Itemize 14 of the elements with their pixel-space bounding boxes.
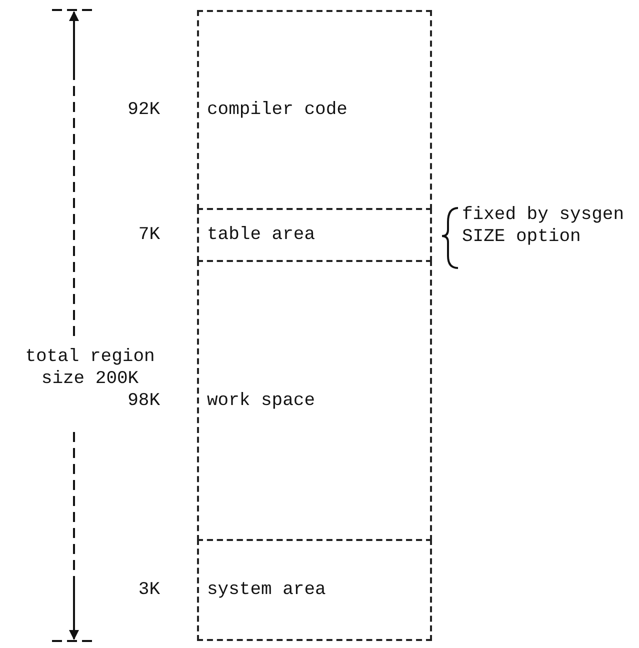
- memory-segment: [197, 260, 432, 541]
- segment-label: work space: [207, 390, 316, 410]
- segment-label: system area: [207, 580, 326, 600]
- memory-segment: [197, 208, 432, 262]
- size-label: 3K: [138, 580, 160, 600]
- size-label: 7K: [138, 225, 160, 245]
- segment-label: table area: [207, 225, 316, 245]
- size-label: 98K: [128, 390, 160, 410]
- dimension-label: total region size 200K: [24, 346, 156, 390]
- note: fixed by sysgen SIZE option: [462, 204, 626, 248]
- segment-label: compiler code: [207, 100, 348, 120]
- memory-segment: [197, 539, 432, 641]
- size-label: 92K: [128, 100, 160, 120]
- memory-segment: [197, 10, 432, 210]
